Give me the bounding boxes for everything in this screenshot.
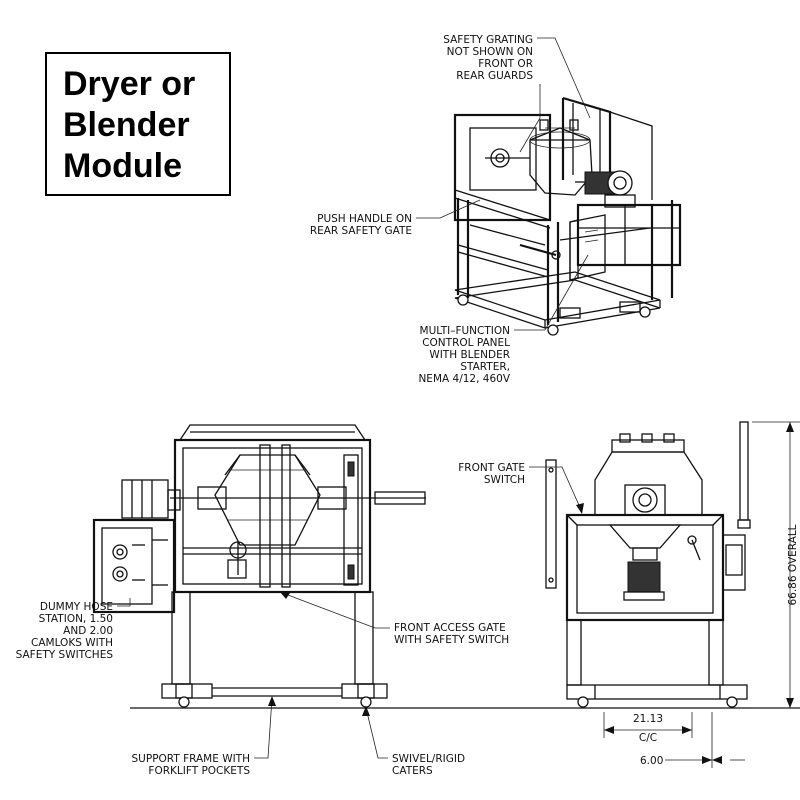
dummy-hose-line-3: AND 2.00: [63, 625, 113, 637]
control-panel-line-1: MULTI–FUNCTION: [420, 325, 510, 337]
callout-safety-grating: SAFETY GRATING NOT SHOWN ON FRONT OR REA…: [443, 34, 591, 153]
side-view: [545, 421, 800, 768]
control-panel-line-4: STARTER,: [460, 361, 510, 373]
front-access-gate-line-1: FRONT ACCESS GATE: [394, 622, 506, 634]
center-distance-unit: C/C: [639, 732, 657, 744]
front-gate-switch-line-1: FRONT GATE: [458, 462, 525, 474]
callout-push-handle: PUSH HANDLE ON REAR SAFETY GATE: [310, 199, 481, 237]
front-gate-switch-line-2: SWITCH: [484, 474, 525, 486]
callout-front-access-gate: FRONT ACCESS GATE WITH SAFETY SWITCH: [279, 591, 509, 646]
front-access-gate-line-2: WITH SAFETY SWITCH: [394, 634, 509, 646]
dimension-center: 21.13 C/C: [633, 713, 663, 744]
title-line-3: Module: [63, 147, 182, 185]
title-line-1: Dryer or: [63, 65, 196, 103]
control-panel-line-3: WITH BLENDER: [429, 349, 510, 361]
dummy-hose-line-4: CAMLOKS WITH: [31, 637, 113, 649]
title-box: Dryer or Blender Module: [45, 52, 231, 196]
overall-height-label: 66.86 OVERALL: [787, 524, 799, 605]
push-handle-line-2: REAR SAFETY GATE: [310, 225, 412, 237]
support-frame-line-1: SUPPORT FRAME WITH: [132, 753, 250, 765]
callout-dummy-hose: DUMMY HOSE STATION, 1.50 AND 2.00 CAMLOK…: [16, 598, 131, 661]
safety-grating-line-3: FRONT OR: [478, 58, 533, 70]
dummy-hose-line-2: STATION, 1.50: [39, 613, 113, 625]
dummy-hose-line-1: DUMMY HOSE: [40, 601, 113, 613]
casters-line-1: SWIVEL/RIGID: [392, 753, 465, 765]
dummy-hose-line-5: SAFETY SWITCHES: [16, 649, 114, 661]
callout-control-panel: MULTI–FUNCTION CONTROL PANEL WITH BLENDE…: [418, 254, 589, 385]
title-line-2: Blender: [63, 106, 190, 144]
casters-line-2: CATERS: [392, 765, 433, 777]
safety-grating-line-1: SAFETY GRATING: [443, 34, 533, 46]
safety-grating-line-2: NOT SHOWN ON: [447, 46, 533, 58]
front-view: [92, 424, 800, 709]
callout-support-frame: SUPPORT FRAME WITH FORKLIFT POCKETS: [132, 696, 276, 777]
control-panel-line-5: NEMA 4/12, 460V: [418, 373, 510, 385]
isometric-view: [453, 96, 682, 336]
control-panel-line-2: CONTROL PANEL: [422, 337, 510, 349]
push-handle-line-1: PUSH HANDLE ON: [317, 213, 412, 225]
safety-grating-line-4: REAR GUARDS: [456, 70, 533, 82]
dimension-offset: 6.00: [640, 755, 663, 767]
callout-front-gate-switch: FRONT GATE SWITCH: [458, 462, 584, 514]
support-frame-line-2: FORKLIFT POCKETS: [148, 765, 250, 777]
callout-casters: SWIVEL/RIGID CATERS: [362, 706, 465, 777]
offset-value: 6.00: [640, 755, 663, 767]
dimension-overall: 66.86 OVERALL: [787, 524, 799, 605]
center-distance-value: 21.13: [633, 713, 663, 725]
